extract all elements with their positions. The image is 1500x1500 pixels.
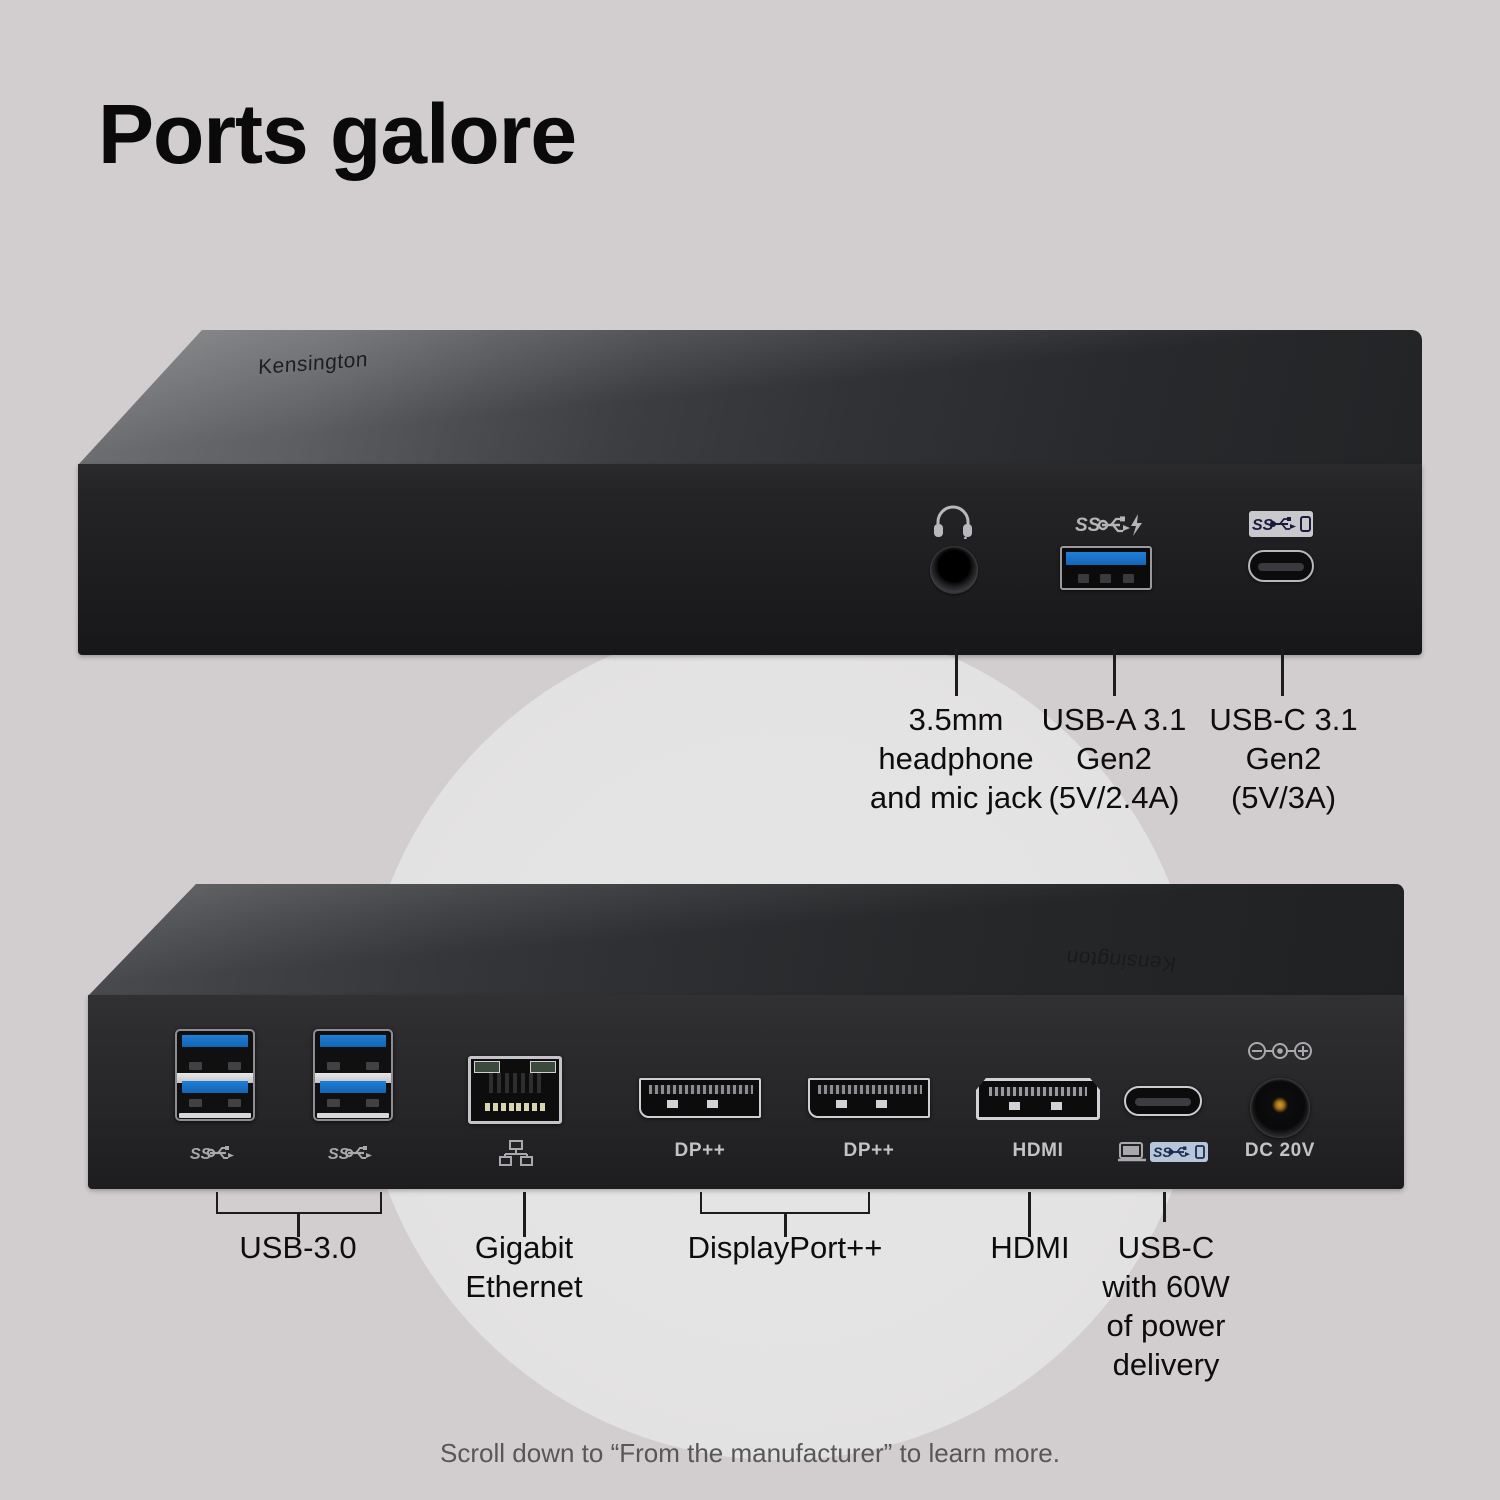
svg-text:SS: SS — [1252, 517, 1274, 534]
hdmi-port[interactable] — [976, 1078, 1100, 1120]
dock-rear-gloss-highlight — [88, 884, 1404, 996]
callout-usb-c-power: USB-C with 60W of power delivery — [1102, 1230, 1230, 1383]
dc-polarity-icon — [1248, 1042, 1312, 1060]
svg-text:SS: SS — [1153, 1144, 1172, 1160]
usb-c-tongue — [1135, 1098, 1191, 1106]
page-title: Ports galore — [98, 87, 577, 181]
usb-ss-icon: SS — [328, 1146, 372, 1163]
port-label-hdmi: HDMI — [1012, 1140, 1064, 1161]
usb-ss-icon: SS — [190, 1146, 234, 1163]
dp-key-nub — [667, 1100, 678, 1108]
usb-port-bottom-bar — [317, 1113, 389, 1118]
port-label-dp-left: DP++ — [674, 1140, 726, 1161]
dc-power-input-port[interactable] — [1250, 1078, 1310, 1138]
port-label-dc: DC 20V — [1244, 1140, 1316, 1161]
usb-a-31-gen2-port[interactable] — [1060, 546, 1152, 590]
hdmi-contacts — [989, 1087, 1087, 1096]
headset-icon — [934, 505, 972, 539]
usb-port-divider — [315, 1073, 391, 1083]
svg-text:SS: SS — [190, 1146, 212, 1163]
port-label-dp-right: DP++ — [843, 1140, 895, 1161]
leader-line-usb-c-pd — [1163, 1192, 1166, 1222]
dock-front-panel — [78, 464, 1422, 655]
displayport-port-right[interactable] — [808, 1078, 930, 1118]
dock-front-gloss-highlight — [78, 330, 1422, 465]
usb-30-port-bottom-right[interactable] — [315, 1081, 391, 1119]
usb-c-ss-badge-icon: SS — [1249, 511, 1313, 537]
leader-line-usb-a — [1113, 648, 1116, 696]
callout-headphone-jack: 3.5mm headphone and mic jack — [869, 702, 1043, 816]
leader-line-usb-30 — [297, 1213, 300, 1237]
hdmi-key-nub — [1051, 1102, 1062, 1110]
callout-usb-a: USB-A 3.1 Gen2 (5V/2.4A) — [1041, 702, 1187, 816]
dp-contacts — [818, 1085, 922, 1094]
callout-usb-30: USB-3.0 — [239, 1230, 357, 1265]
callout-displayport: DisplayPort++ — [687, 1230, 883, 1265]
usb-c-power-delivery-port[interactable] — [1124, 1086, 1202, 1116]
ethernet-latch-slot — [489, 1073, 541, 1093]
displayport-port-left[interactable] — [639, 1078, 761, 1118]
usb-30-port-bottom-left[interactable] — [177, 1081, 253, 1119]
leader-line-hdmi — [1028, 1192, 1031, 1237]
usb-30-port-top-left[interactable] — [177, 1031, 253, 1075]
usb-c-31-gen2-port[interactable] — [1248, 550, 1314, 582]
network-icon — [499, 1140, 533, 1166]
gigabit-ethernet-port[interactable] — [468, 1056, 562, 1124]
footer-note: Scroll down to “From the manufacturer” t… — [440, 1438, 1060, 1468]
callout-hdmi: HDMI — [990, 1230, 1070, 1265]
ethernet-led-right — [530, 1061, 556, 1073]
dock-rear-top-surface: Kensington — [88, 884, 1404, 996]
ethernet-pins — [485, 1103, 545, 1111]
laptop-usb-ss-icon: SS — [1118, 1142, 1208, 1162]
callout-usb-c: USB-C 3.1 Gen2 (5V/3A) — [1209, 702, 1358, 816]
dp-key-nub — [836, 1100, 847, 1108]
svg-text:SS: SS — [1075, 515, 1101, 536]
usb-a-blue-insert — [1066, 552, 1146, 565]
headphone-mic-jack-port[interactable] — [930, 546, 978, 594]
dock-front-view: Kensington — [78, 330, 1422, 655]
dp-key-nub — [707, 1100, 718, 1108]
dock-front-top-surface: Kensington — [78, 330, 1422, 465]
usb-30-port-stack-right[interactable] — [313, 1029, 393, 1121]
bracket-usb-30 — [216, 1192, 382, 1214]
ethernet-led-left — [474, 1061, 500, 1073]
usb-port-bottom-bar — [179, 1113, 251, 1118]
dp-contacts — [649, 1085, 753, 1094]
svg-text:SS: SS — [328, 1146, 350, 1163]
dp-key-nub — [876, 1100, 887, 1108]
leader-line-headphone — [955, 648, 958, 696]
usb-30-port-stack-left[interactable] — [175, 1029, 255, 1121]
leader-line-ethernet — [523, 1192, 526, 1237]
leader-line-usb-c — [1281, 648, 1284, 696]
callout-gigabit-ethernet: Gigabit Ethernet — [465, 1230, 583, 1305]
bracket-displayport — [700, 1192, 870, 1214]
usb-30-port-top-right[interactable] — [315, 1031, 391, 1075]
usb-c-tongue — [1258, 563, 1304, 571]
usb-port-divider — [177, 1073, 253, 1083]
leader-line-displayport — [784, 1213, 787, 1237]
usb-a-contacts — [1072, 574, 1140, 583]
usb-ss-charging-icon: SS — [1075, 514, 1142, 536]
hdmi-key-nub — [1009, 1102, 1020, 1110]
